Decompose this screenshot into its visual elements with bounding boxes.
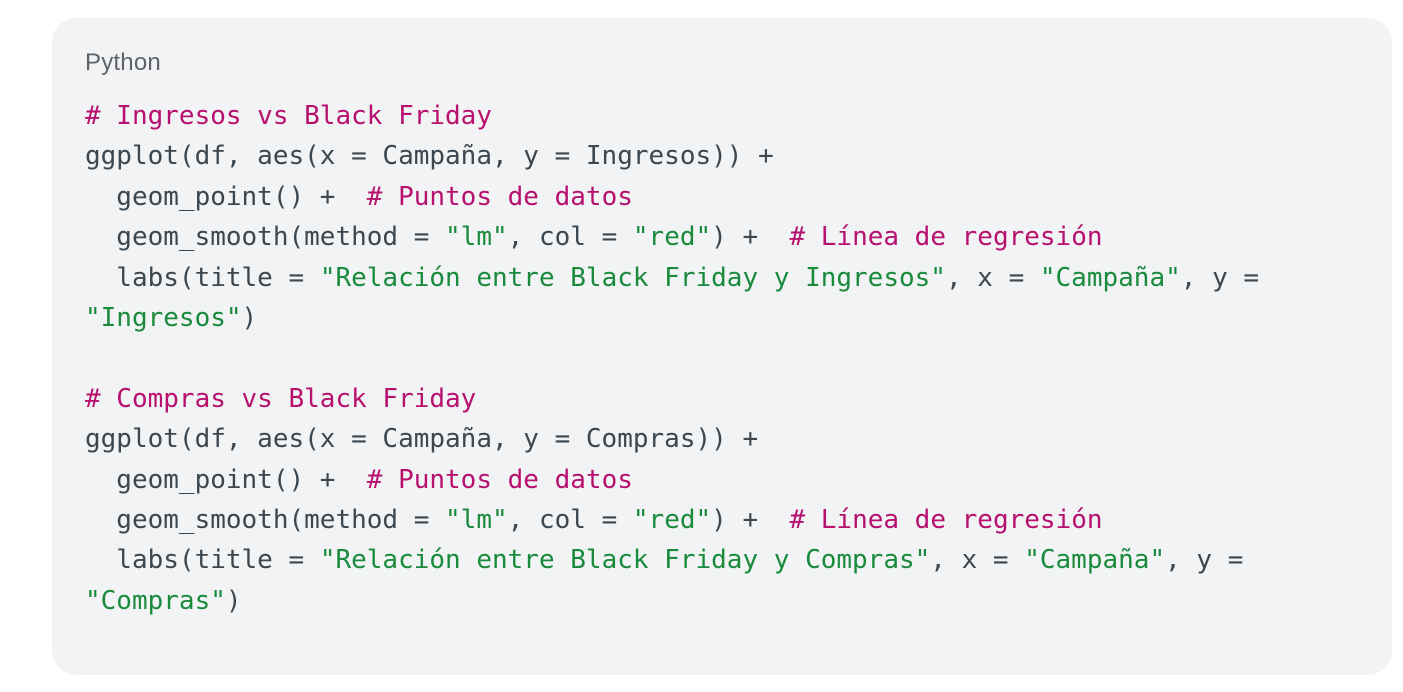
code-line: ggplot(df, aes(x = Campaña, y = Compras)… xyxy=(85,419,1359,459)
code-line: geom_point() + # Puntos de datos xyxy=(85,460,1359,500)
code-token-string: "Compras" xyxy=(85,585,226,616)
code-token-string: "red" xyxy=(632,504,712,535)
code-block: # Ingresos vs Black Friday ggplot(df, aes… xyxy=(85,96,1359,621)
code-token-code: ) xyxy=(225,585,242,616)
code-token-code: geom_smooth(method = xyxy=(85,504,446,535)
code-token-comment: # Ingresos vs Black Friday xyxy=(85,101,492,131)
code-token-code: labs(title = xyxy=(85,545,320,576)
code-token-string: "red" xyxy=(632,222,712,253)
code-token-string: "Relación entre Black Friday y Compras" xyxy=(319,545,931,576)
code-token-comment: # Compras vs Black Friday xyxy=(85,383,477,414)
code-line xyxy=(85,338,1359,378)
code-token-code: geom_point() + xyxy=(85,464,367,495)
code-token-string: "Campaña" xyxy=(1039,262,1181,293)
code-token-code: , col = xyxy=(507,222,633,253)
code-line: labs(title = "Relación entre Black Frida… xyxy=(85,540,1359,580)
code-line: "Ingresos") xyxy=(85,298,1359,338)
code-line: geom_smooth(method = "lm", col = "red") … xyxy=(85,217,1359,257)
code-line: labs(title = "Relación entre Black Frida… xyxy=(85,258,1359,298)
code-token-comment: # Puntos de datos xyxy=(366,464,633,495)
code-line: geom_point() + # Puntos de datos xyxy=(85,177,1359,217)
code-line: ggplot(df, aes(x = Campaña, y = Ingresos… xyxy=(85,136,1359,176)
code-token-code: ) xyxy=(241,302,258,333)
code-token-code: , y = xyxy=(1165,545,1244,576)
code-token-code: , x = xyxy=(945,262,1040,293)
code-line: "Compras") xyxy=(85,581,1359,621)
code-token-code: geom_smooth(method = xyxy=(85,222,446,253)
code-token-comment: # Línea de regresión xyxy=(789,222,1103,253)
code-token-code: ) + xyxy=(711,222,790,253)
code-token-string: "Ingresos" xyxy=(85,302,242,333)
code-token-string: "lm" xyxy=(445,504,508,535)
code-line: geom_smooth(method = "lm", col = "red") … xyxy=(85,500,1359,540)
code-token-string: "Relación entre Black Friday y Ingresos" xyxy=(319,262,946,293)
code-token-code: geom_point() + xyxy=(85,181,367,212)
code-token-comment: # Línea de regresión xyxy=(789,504,1103,535)
code-line: # Compras vs Black Friday xyxy=(85,379,1359,419)
code-line: # Ingresos vs Black Friday xyxy=(85,96,1359,136)
code-token-code: labs(title = xyxy=(85,262,320,293)
code-token-string: "lm" xyxy=(445,222,508,253)
code-card: Python # Ingresos vs Black Friday ggplot(… xyxy=(52,18,1392,675)
code-token-code: , x = xyxy=(930,545,1025,576)
code-token-string: "Campaña" xyxy=(1024,545,1166,576)
code-token-code: ggplot(df, aes(x = Campaña, y = Compras)… xyxy=(85,424,759,455)
code-token-code: , col = xyxy=(507,504,633,535)
code-token-code: ) + xyxy=(711,504,790,535)
code-token-code: , y = xyxy=(1180,262,1260,293)
language-label: Python xyxy=(85,49,161,76)
code-token-code: ggplot(df, aes(x = Campaña, y = Ingresos… xyxy=(85,141,774,172)
code-token-comment: # Puntos de datos xyxy=(366,181,633,212)
